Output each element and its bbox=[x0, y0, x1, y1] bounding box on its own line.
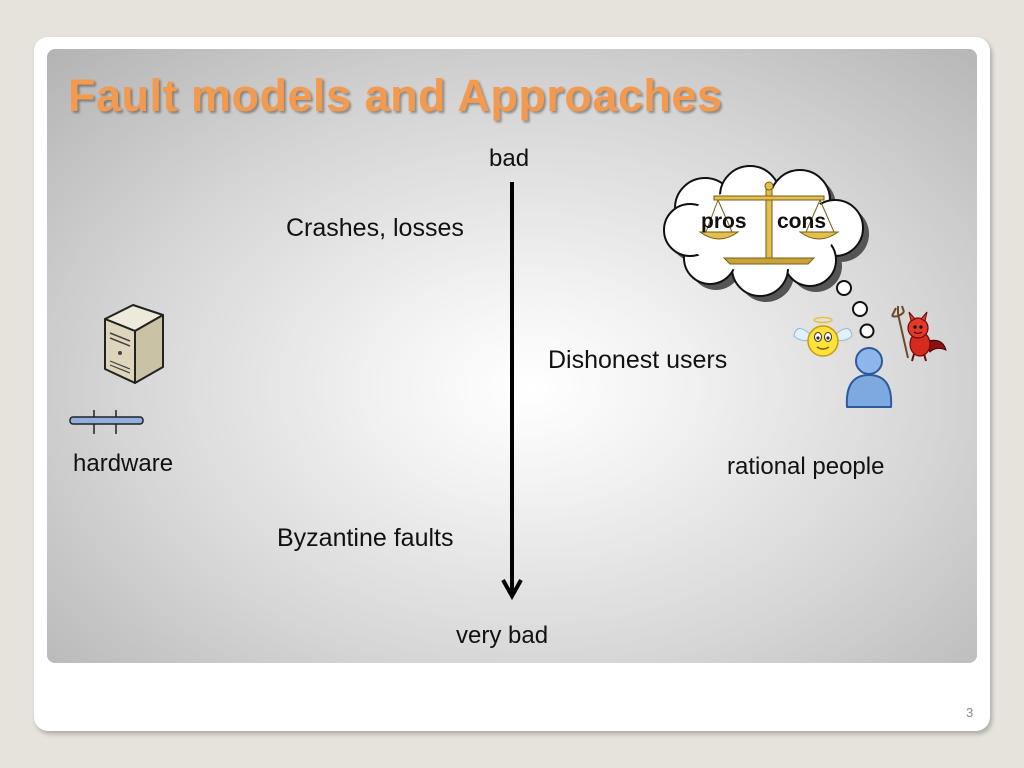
axis-top-label: bad bbox=[489, 145, 530, 172]
thought-bubbles-icon bbox=[836, 280, 875, 339]
server-icon bbox=[104, 304, 164, 384]
cons-label: cons bbox=[777, 210, 827, 233]
dishonest-label: Dishonest users bbox=[548, 346, 728, 374]
pros-label: pros bbox=[701, 210, 747, 233]
byzantine-label: Byzantine faults bbox=[277, 524, 454, 552]
axis-bottom-label: very bad bbox=[456, 622, 549, 649]
network-bar-icon bbox=[69, 410, 144, 434]
rational-people-label: rational people bbox=[727, 453, 885, 480]
down-arrow-icon bbox=[501, 182, 523, 601]
balance-scale-icon bbox=[698, 181, 840, 265]
hardware-label: hardware bbox=[73, 450, 174, 477]
page-number: 3 bbox=[966, 705, 974, 720]
slide-title: Fault models and Approaches bbox=[68, 70, 723, 121]
angel-icon bbox=[793, 316, 853, 357]
devil-icon bbox=[891, 305, 947, 362]
crashes-label: Crashes, losses bbox=[286, 214, 464, 242]
person-icon bbox=[845, 347, 893, 408]
